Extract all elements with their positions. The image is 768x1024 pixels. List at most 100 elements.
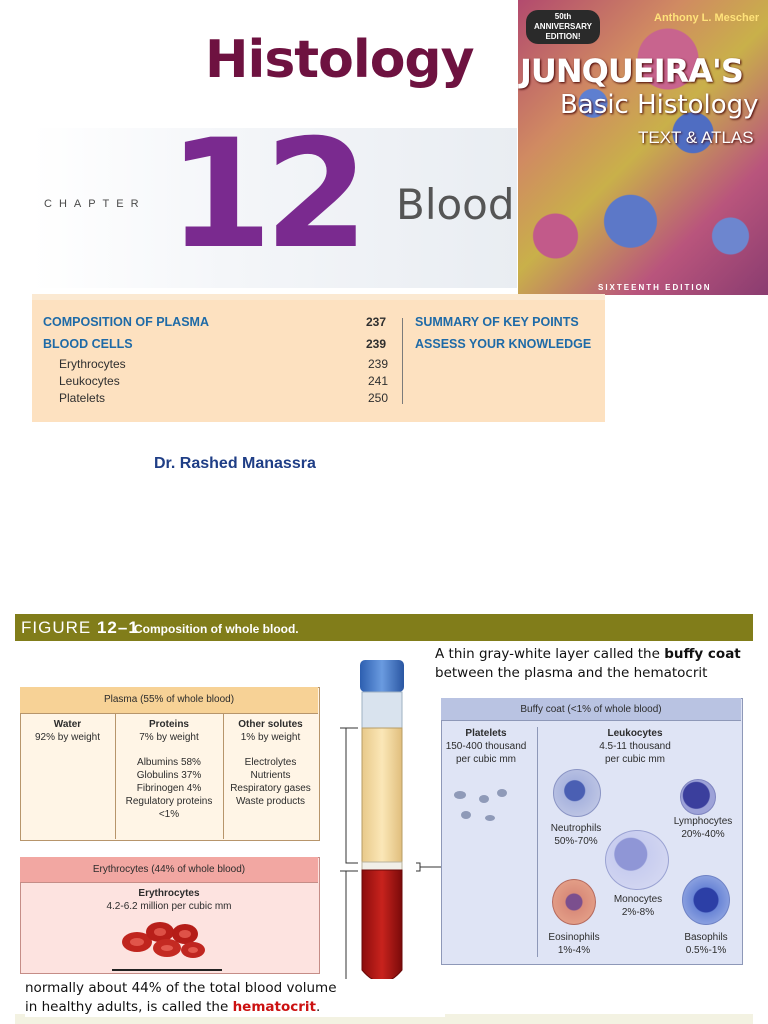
platelets-heading: Platelets <box>465 728 507 739</box>
basophils-label: Basophils 0.5%-1% <box>670 931 742 957</box>
bracket-lines <box>340 727 441 984</box>
erythrocytes-title: Erythrocytes (44% of whole blood) <box>92 864 246 875</box>
water-value: 92% by weight <box>34 732 101 743</box>
solutes-heading: Other solutes <box>238 719 303 730</box>
neutrophils-pct: 50%-70% <box>554 836 598 847</box>
underline <box>112 969 222 971</box>
leukocytes-count: 4.5-11 thousand <box>599 741 671 752</box>
hematocrit-term: hematocrit <box>232 999 316 1015</box>
plasma-solutes: Other solutes 1% by weight Electrolytes … <box>223 718 318 808</box>
solute-item: Respiratory gases <box>230 783 311 794</box>
figure-word: FIGURE <box>21 618 92 637</box>
protein-item: Regulatory proteins <box>125 796 213 807</box>
hematocrit-note: normally about 44% of the total blood vo… <box>25 979 445 1017</box>
hematocrit-note-line1: normally about 44% of the total blood vo… <box>25 980 337 996</box>
toc-item-composition-of-plasma: COMPOSITION OF PLASMA <box>43 315 209 329</box>
neutrophils-name: Neutrophils <box>550 823 602 834</box>
erythrocytes-info: Erythrocytes 4.2-6.2 million per cubic m… <box>20 887 318 913</box>
figure-caption: Composition of whole blood. <box>134 622 299 636</box>
column-divider <box>223 713 224 839</box>
cover-author: Anthony L. Mescher <box>654 12 760 24</box>
proteins-value: 7% by weight <box>139 732 199 743</box>
buffy-coat-note: A thin gray-white layer called the buffy… <box>435 645 765 683</box>
eosinophils-pct: 1%-4% <box>557 945 591 956</box>
chapter-banner <box>32 128 517 288</box>
toc-item-leukocytes: Leukocytes <box>59 374 120 388</box>
lymphocytes-pct: 20%-40% <box>681 829 725 840</box>
cover-badge: 50th ANNIVERSARY EDITION! <box>526 10 600 44</box>
figure-label: FIGURE 12–1 <box>21 618 139 638</box>
monocyte-icon <box>605 830 669 890</box>
platelets-info: Platelets 150-400 thousand per cubic mm <box>441 727 531 766</box>
protein-item: Globulins 37% <box>136 770 202 781</box>
column-divider <box>115 713 116 839</box>
chapter-name: Blood <box>396 180 515 229</box>
column-divider <box>537 727 538 957</box>
neutrophils-label: Neutrophils 50%-70% <box>540 822 612 848</box>
lymphocytes-label: Lymphocytes 20%-40% <box>665 815 741 841</box>
platelets-count: 150-400 thousand <box>445 741 527 752</box>
monocytes-name: Monocytes <box>613 894 663 905</box>
leukocytes-info: Leukocytes 4.5-11 thousand per cubic mm <box>555 727 715 766</box>
toc-item-assess: ASSESS YOUR KNOWLEDGE <box>415 337 592 351</box>
eosinophils-label: Eosinophils 1%-4% <box>538 931 610 957</box>
hematocrit-note-text: in healthy adults, is called the <box>25 999 233 1015</box>
slide-title: Histology <box>205 30 475 90</box>
figure-number: 12–1 <box>96 618 139 637</box>
monocytes-label: Monocytes 2%-8% <box>603 893 673 919</box>
protein-item: <1% <box>158 809 180 820</box>
toc-item-blood-cells: BLOOD CELLS <box>43 337 133 351</box>
chapter-contents <box>32 294 605 422</box>
lymphocyte-icon <box>680 779 716 815</box>
plasma-proteins: Proteins 7% by weight Albumins 58% Globu… <box>115 718 223 821</box>
cover-text-atlas: TEXT & ATLAS <box>638 128 754 147</box>
solute-item: Nutrients <box>250 770 291 781</box>
erythrocytes-heading: Erythrocytes <box>138 888 200 899</box>
platelets-unit: per cubic mm <box>455 754 516 765</box>
monocytes-pct: 2%-8% <box>621 907 655 918</box>
basophils-name: Basophils <box>684 932 728 943</box>
basophil-icon <box>682 875 730 925</box>
protein-item: Albumins 58% <box>137 757 201 768</box>
plasma-water: Water 92% by weight <box>20 718 115 744</box>
buffy-note-line2: between the plasma and the hematocrit <box>435 665 708 681</box>
basophils-pct: 0.5%-1% <box>685 945 727 956</box>
solute-item: Waste products <box>235 796 306 807</box>
chapter-number: 12 <box>168 108 369 282</box>
buffy-coat-title: Buffy coat (<1% of whole blood) <box>520 704 662 715</box>
leukocytes-unit: per cubic mm <box>604 754 665 765</box>
toc-page: 239 <box>368 357 389 371</box>
platelets-icon <box>454 789 507 821</box>
toc-item-summary: SUMMARY OF KEY POINTS <box>415 315 579 329</box>
toc-item-platelets: Platelets <box>59 391 106 405</box>
buffy-note-text: A thin gray-white layer called the <box>435 646 665 662</box>
toc-page: 250 <box>368 391 389 405</box>
buffy-coat-header <box>441 698 741 721</box>
toc-page: 239 <box>366 337 387 351</box>
red-blood-cells-icon <box>122 922 205 958</box>
proteins-heading: Proteins <box>148 719 189 730</box>
water-heading: Water <box>53 719 82 730</box>
neutrophil-icon <box>553 769 601 817</box>
hematocrit-period: . <box>315 999 321 1015</box>
erythrocytes-header <box>20 857 318 883</box>
book-cover-image: 50th ANNIVERSARY EDITION! Anthony L. Mes… <box>518 0 768 295</box>
protein-item: Fibrinogen 4% <box>136 783 202 794</box>
eosinophils-name: Eosinophils <box>548 932 600 943</box>
buffy-coat-term: buffy coat <box>664 646 741 662</box>
plasma-title: Plasma (55% of whole blood) <box>103 694 235 705</box>
figure-header-bar <box>15 614 753 641</box>
solutes-value: 1% by weight <box>240 732 301 743</box>
author-name: Dr. Rashed Manassra <box>154 455 316 472</box>
cover-title: JUNQUEIRA'S <box>520 52 744 90</box>
lymphocytes-name: Lymphocytes <box>673 816 733 827</box>
toc-item-erythrocytes: Erythrocytes <box>59 357 126 371</box>
toc-page: 237 <box>366 315 387 329</box>
chapter-label: CHAPTER <box>44 198 146 210</box>
cover-edition: SIXTEENTH EDITION <box>598 283 712 292</box>
contents-divider <box>402 318 403 404</box>
figure-footer-strip <box>15 1014 753 1024</box>
solute-item: Electrolytes <box>244 757 297 768</box>
eosinophil-icon <box>552 879 596 925</box>
plasma-header <box>20 687 318 714</box>
